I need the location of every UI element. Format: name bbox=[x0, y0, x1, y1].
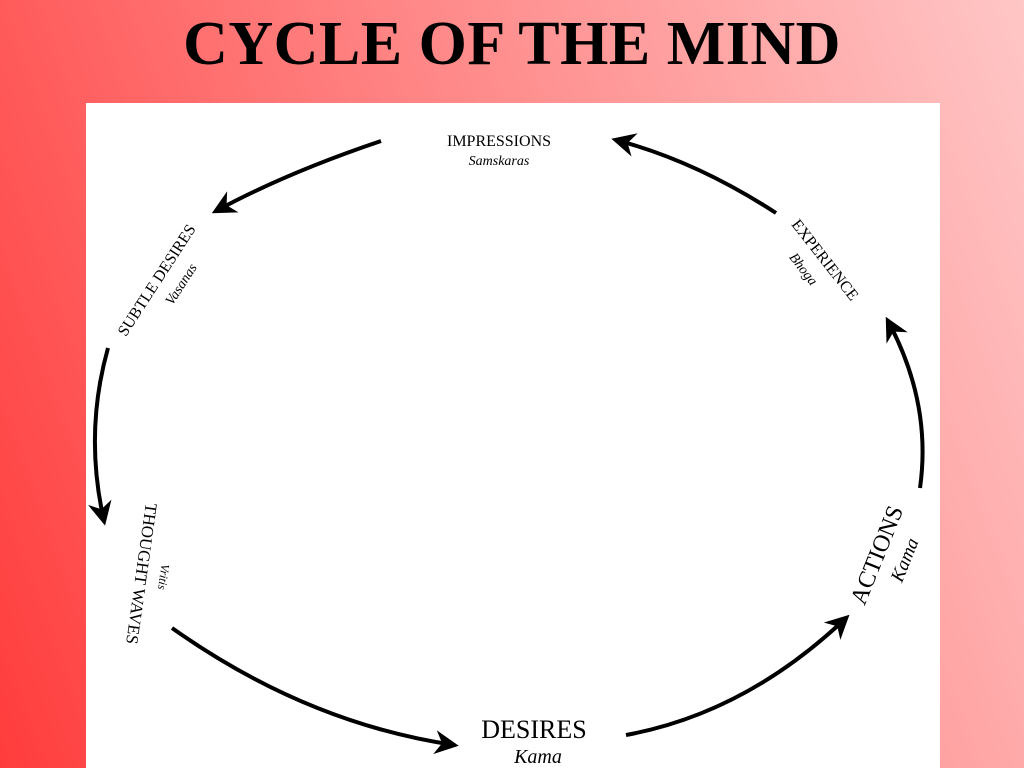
cycle-diagram: IMPRESSIONS Samskaras SUBTLE DESIRES Vas… bbox=[86, 103, 940, 768]
arrow-desires-to-actions bbox=[625, 614, 850, 737]
stage-thought-waves: THOUGHT WAVES Vritis bbox=[122, 502, 172, 645]
stage-label-thought-waves: THOUGHT WAVES bbox=[122, 502, 161, 645]
slide-title: CYCLE OF THE MIND bbox=[183, 10, 841, 78]
arrow-actions-to-experience bbox=[885, 316, 925, 489]
arrow-impressions-to-subtle-desires bbox=[211, 139, 382, 214]
arrow-subtle-desires-to-thought-waves bbox=[88, 347, 112, 526]
arrow-experience-to-impressions bbox=[611, 133, 778, 215]
stage-sub-thought-waves: Vritis bbox=[155, 563, 172, 591]
cycle-svg: IMPRESSIONS Samskaras SUBTLE DESIRES Vas… bbox=[88, 133, 925, 768]
stage-label-impressions: IMPRESSIONS bbox=[447, 133, 551, 150]
stage-experience: EXPERIENCE Bhoga bbox=[786, 216, 862, 304]
stage-subtle-desires: SUBTLE DESIRES Vasanas bbox=[115, 222, 201, 340]
stage-actions: ACTIONS Kama bbox=[846, 502, 924, 608]
stage-label-desires: DESIRES bbox=[481, 715, 586, 744]
arrow-thought-waves-to-desires bbox=[170, 626, 459, 755]
stage-sub-desires: Kama bbox=[513, 746, 562, 768]
stage-sub-impressions: Samskaras bbox=[469, 154, 530, 169]
